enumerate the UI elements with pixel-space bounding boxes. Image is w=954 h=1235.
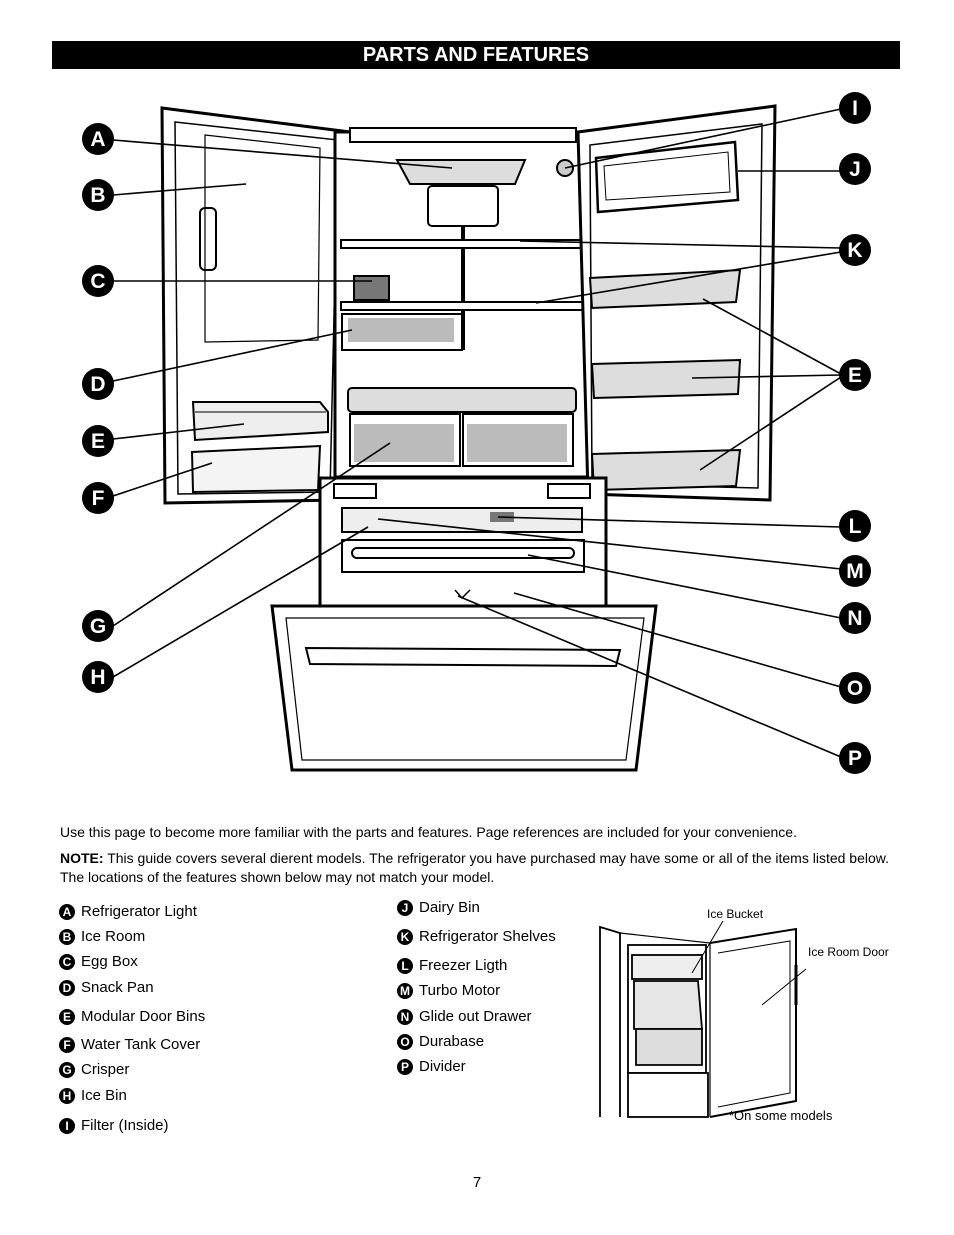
- callout-label: M: [846, 560, 864, 583]
- callout-j: J: [839, 153, 871, 185]
- legend-badge: D: [59, 979, 75, 996]
- callout-label: K: [847, 239, 862, 262]
- callout-label: F: [92, 487, 105, 510]
- legend-label: Glide out Drawer: [419, 1008, 532, 1025]
- legend-label: Snack Pan: [81, 979, 154, 996]
- legend-item-water-tank-cover: F Water Tank Cover: [59, 1036, 200, 1053]
- legend-item-crisper: G Crisper: [59, 1061, 129, 1078]
- note-body: This guide covers several dierent models…: [60, 850, 890, 885]
- legend-label: Dairy Bin: [419, 899, 480, 916]
- callout-label: L: [849, 515, 862, 538]
- legend-item-ice-bin: H Ice Bin: [59, 1087, 127, 1104]
- legend-item-modular-door-bins: E Modular Door Bins: [59, 1008, 205, 1025]
- legend-badge: H: [59, 1087, 75, 1104]
- legend-item-turbo-motor: M Turbo Motor: [397, 982, 500, 999]
- callout-k: K: [839, 234, 871, 266]
- callout-label: I: [852, 97, 858, 120]
- legend-item-snack-pan: D Snack Pan: [59, 979, 154, 996]
- legend-label: Freezer Ligth: [419, 957, 508, 974]
- legend-badge: A: [59, 903, 75, 920]
- ice-room-door-label: Ice Room Door: [808, 945, 889, 959]
- legend-badge: J: [397, 899, 413, 916]
- legend-item-divider: P Divider: [397, 1058, 466, 1075]
- note-label: NOTE:: [60, 850, 104, 866]
- callout-o: O: [839, 672, 871, 704]
- legend-item-egg-box: C Egg Box: [59, 953, 138, 970]
- note-text: NOTE: This guide covers several dierent …: [60, 849, 900, 887]
- legend-badge: F: [59, 1036, 75, 1053]
- callout-label: G: [90, 615, 106, 638]
- callout-p: P: [839, 742, 871, 774]
- ice-room-inset-diagram: [599, 920, 807, 1118]
- callout-n: N: [839, 602, 871, 634]
- callout-label: N: [847, 607, 862, 630]
- legend-label: Ice Room: [81, 928, 146, 945]
- legend-badge: O: [397, 1033, 413, 1050]
- legend-label: Ice Bin: [81, 1087, 127, 1104]
- callout-h: H: [82, 661, 114, 693]
- legend-item-glide-out-drawer: N Glide out Drawer: [397, 1008, 532, 1025]
- legend-badge: I: [59, 1117, 75, 1134]
- callout-i: I: [839, 92, 871, 124]
- refrigerator-diagram: A B C D E F G H I J K E L M N O P: [82, 92, 871, 774]
- callout-label: H: [90, 666, 105, 689]
- callout-c: C: [82, 265, 114, 297]
- callout-label: E: [848, 364, 862, 387]
- legend-label: Refrigerator Light: [81, 903, 197, 920]
- left-door: [160, 106, 352, 505]
- legend-item-dairy-bin: J Dairy Bin: [397, 899, 480, 916]
- callout-b: B: [82, 179, 114, 211]
- callout-m: M: [839, 555, 871, 587]
- legend-item-ice-room: B Ice Room: [59, 928, 145, 945]
- callout-label: E: [91, 430, 105, 453]
- callout-label: J: [849, 158, 861, 181]
- callout-g: G: [82, 610, 114, 642]
- legend-item-refrigerator-light: A Refrigerator Light: [59, 903, 197, 920]
- callout-e-left: E: [82, 425, 114, 457]
- legend-badge: K: [397, 928, 413, 945]
- legend-label: Water Tank Cover: [81, 1036, 201, 1053]
- legend-label: Divider: [419, 1058, 466, 1075]
- legend-item-freezer-light: L Freezer Ligth: [397, 957, 507, 974]
- callout-label: C: [90, 270, 105, 293]
- ice-bucket-label: Ice Bucket: [707, 907, 764, 921]
- legend-badge: P: [397, 1058, 413, 1075]
- callout-l: L: [839, 510, 871, 542]
- footnote: *On some models: [729, 1108, 833, 1123]
- legend-label: Egg Box: [81, 953, 138, 970]
- legend-badge: G: [59, 1061, 75, 1078]
- callout-label: D: [90, 373, 105, 396]
- legend-badge: E: [59, 1008, 75, 1025]
- page-number: 7: [472, 1174, 482, 1191]
- legend-badge: N: [397, 1008, 413, 1025]
- page-title: PARTS AND FEATURES: [52, 41, 900, 69]
- legend-badge: L: [397, 957, 413, 974]
- callout-f: F: [82, 482, 114, 514]
- legend-label: Durabase: [419, 1033, 485, 1050]
- callout-e-right: E: [839, 359, 871, 391]
- legend-badge: B: [59, 928, 75, 945]
- callout-a: A: [82, 123, 114, 155]
- legend-label: Turbo Motor: [419, 982, 501, 999]
- intro-text: Use this page to become more familiar wi…: [60, 824, 797, 840]
- callout-label: B: [90, 184, 105, 207]
- legend-item-durabase: O Durabase: [397, 1033, 484, 1050]
- callout-label: A: [90, 128, 105, 151]
- legend-badge: C: [59, 953, 75, 970]
- callout-label: O: [847, 677, 863, 700]
- callout-label: P: [848, 747, 862, 770]
- legend-badge: M: [397, 982, 413, 999]
- legend-label: Modular Door Bins: [81, 1008, 206, 1025]
- legend-label: Refrigerator Shelves: [419, 928, 556, 945]
- legend-label: Filter (Inside): [81, 1117, 169, 1134]
- legend-label: Crisper: [81, 1061, 130, 1078]
- legend-item-refrigerator-shelves: K Refrigerator Shelves: [397, 928, 556, 945]
- legend-item-filter: I Filter (Inside): [59, 1117, 169, 1134]
- callout-d: D: [82, 368, 114, 400]
